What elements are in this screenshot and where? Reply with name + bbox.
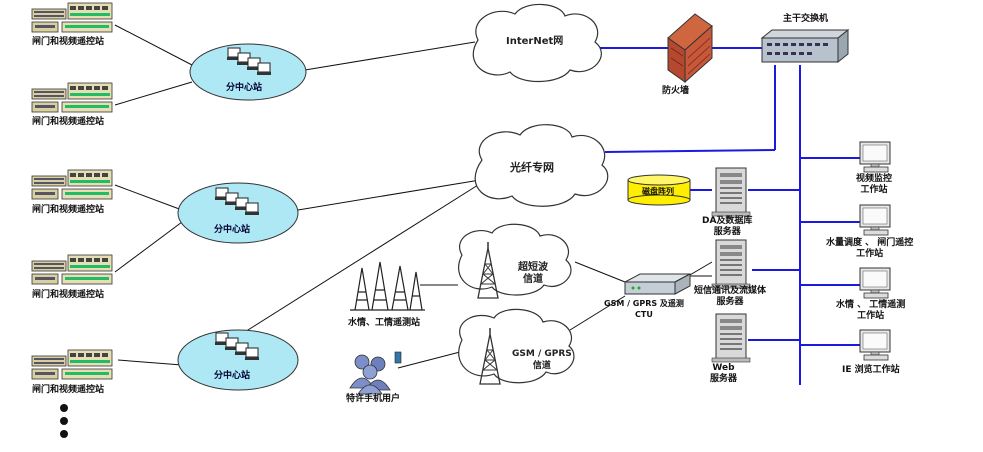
backbone-bus bbox=[600, 47, 860, 385]
station-label-3: 闸门和视频遥控站 bbox=[32, 205, 105, 215]
workstation-video-label: 视频监控 工作站 bbox=[856, 174, 892, 196]
ultrashort-wave-cloud bbox=[458, 223, 572, 296]
station-label-5: 闸门和视频遥控站 bbox=[32, 385, 105, 395]
workstation-ie-label: IE 浏览工作站 bbox=[842, 365, 900, 375]
comm-server-line-2: 服务器 bbox=[716, 297, 744, 307]
mobile-users-icon bbox=[349, 351, 402, 395]
comm-server-icon bbox=[711, 239, 751, 289]
station-links bbox=[114, 24, 479, 366]
telemetry-station-label: 水情、工情遥测站 bbox=[348, 318, 421, 328]
gsm-channel-line-1: GSM / GPRS bbox=[512, 349, 572, 359]
firewall-label: 防火墙 bbox=[662, 86, 690, 96]
remote-station-3 bbox=[31, 169, 113, 200]
workstation-telemetry-label: 水情 、 工情遥测 工作站 bbox=[836, 300, 905, 322]
station-label-2: 闸门和视频遥控站 bbox=[32, 117, 105, 127]
hub-label-3: 分中心站 bbox=[214, 371, 251, 381]
comm-server-label: 短信通讯及流媒体 服务器 bbox=[694, 286, 766, 308]
db-server-line-1: DA及数据库 bbox=[702, 216, 753, 226]
sub-center-hub-2 bbox=[177, 182, 299, 244]
workstation-video-line-1: 视频监控 bbox=[856, 174, 893, 184]
core-switch-label: 主干交换机 bbox=[783, 14, 829, 24]
workstation-telemetry-icon bbox=[859, 267, 891, 299]
hub-label-1: 分中心站 bbox=[226, 83, 263, 93]
ultrashort-wave-line-2: 信道 bbox=[523, 274, 543, 285]
more-stations-dots bbox=[60, 404, 68, 438]
workstation-dispatch-label: 水量调度 、 闸门遥控 工作站 bbox=[826, 238, 913, 260]
fiber-network-label: 光纤专网 bbox=[510, 161, 554, 174]
ultrashort-wave-label: 超短波 信道 bbox=[518, 262, 548, 286]
core-switch-icon bbox=[760, 28, 850, 64]
remote-station-4 bbox=[31, 254, 113, 285]
ctu-modem-icon bbox=[624, 273, 691, 295]
gsm-gprs-cloud bbox=[458, 308, 575, 384]
db-server-label: DA及数据库 服务器 bbox=[702, 216, 752, 238]
remote-station-1 bbox=[31, 2, 113, 33]
station-label-4: 闸门和视频遥控站 bbox=[32, 290, 105, 300]
hub-links bbox=[297, 41, 713, 369]
ctu-label: GSM / GPRS 及遥测 CTU bbox=[604, 298, 684, 320]
db-server-line-2: 服务器 bbox=[713, 227, 741, 237]
ctu-line-2: CTU bbox=[635, 310, 653, 319]
gsm-channel-line-2: 信道 bbox=[532, 361, 551, 371]
disk-array-label: 磁盘阵列 bbox=[642, 187, 674, 196]
firewall-icon bbox=[667, 13, 713, 84]
web-server-icon bbox=[711, 313, 751, 363]
db-server-icon bbox=[711, 167, 751, 217]
workstation-video-line-2: 工作站 bbox=[860, 185, 888, 195]
disk-array-icon bbox=[627, 174, 691, 206]
internet-cloud bbox=[472, 3, 602, 83]
workstation-ie-icon bbox=[859, 329, 891, 361]
station-label-1: 闸门和视频遥控站 bbox=[32, 37, 105, 47]
ctu-line-1: GSM / GPRS 及遥测 bbox=[604, 299, 684, 308]
sub-center-hub-1 bbox=[189, 43, 307, 101]
workstation-dispatch-line-2: 工作站 bbox=[856, 249, 884, 259]
comm-server-line-1: 短信通讯及流媒体 bbox=[694, 286, 767, 296]
workstation-dispatch-icon bbox=[859, 204, 891, 236]
workstation-telemetry-line-1: 水情 、 工情遥测 bbox=[836, 300, 906, 310]
gsm-channel-label: GSM / GPRS 信道 bbox=[512, 348, 572, 372]
workstation-video-icon bbox=[859, 141, 891, 173]
workstation-telemetry-line-2: 工作站 bbox=[857, 311, 885, 321]
mobile-users-label: 特许手机用户 bbox=[346, 394, 401, 404]
web-server-line-2: 服务器 bbox=[710, 374, 738, 384]
internet-label: InterNet网 bbox=[506, 36, 564, 47]
remote-station-5 bbox=[31, 349, 113, 380]
remote-station-2 bbox=[31, 82, 113, 113]
web-server-label: Web 服务器 bbox=[710, 363, 737, 385]
workstation-dispatch-line-1: 水量调度 、 闸门遥控 bbox=[826, 238, 914, 248]
hub-label-2: 分中心站 bbox=[214, 225, 251, 235]
telemetry-station-icon bbox=[350, 261, 425, 311]
fiber-network-cloud bbox=[474, 124, 609, 207]
ultrashort-wave-line-1: 超短波 bbox=[518, 262, 548, 273]
web-server-line-1: Web bbox=[712, 363, 735, 373]
sub-center-hub-3 bbox=[177, 329, 299, 391]
